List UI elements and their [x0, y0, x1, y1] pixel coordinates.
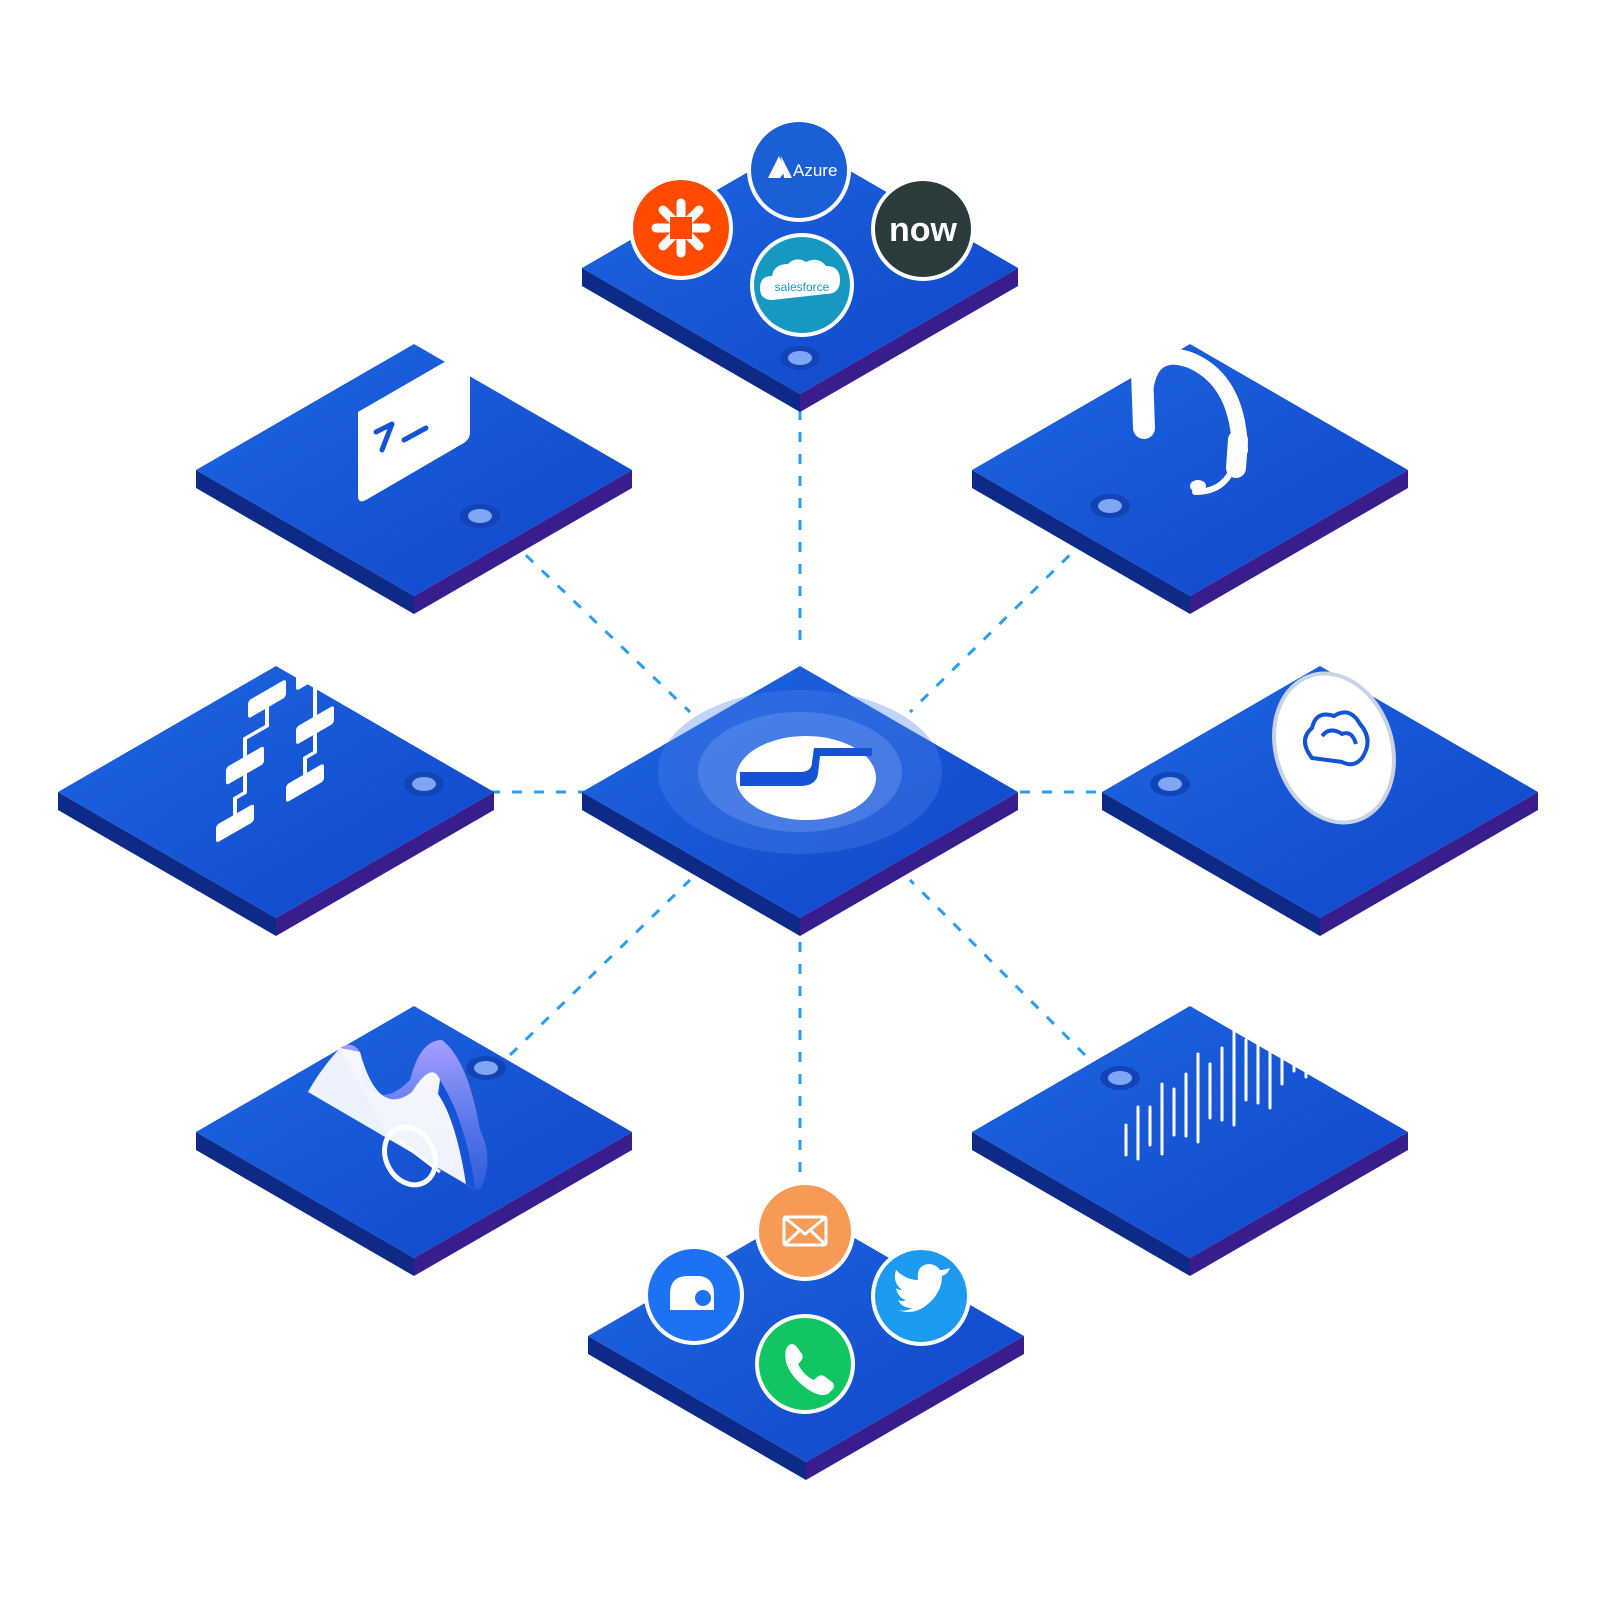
- magnifier-ring-icon: [382, 1124, 438, 1188]
- tile-side-right: [1320, 792, 1538, 936]
- tile-indicator-dot: [1158, 777, 1182, 791]
- terminal-icon: [358, 356, 470, 502]
- tile-side-right: [806, 1336, 1024, 1480]
- tile-indicator-dot: [788, 351, 812, 365]
- tile-side-left: [972, 470, 1190, 614]
- tile-side-right: [414, 1132, 632, 1276]
- servicenow-label: now: [889, 211, 958, 249]
- tile-side-left: [58, 792, 276, 936]
- tile-side-left: [582, 268, 800, 412]
- phone-icon: [785, 1344, 834, 1396]
- tile-indicator-dot: [1108, 1071, 1132, 1085]
- tile-side-right: [276, 792, 494, 936]
- phone-badge[interactable]: [755, 1314, 855, 1414]
- tile-side-left: [582, 792, 800, 936]
- connector-upper-right: [908, 538, 1087, 714]
- tile-voice: [972, 1006, 1408, 1276]
- tile-side-right: [414, 470, 632, 614]
- tile-top: [972, 344, 1408, 596]
- chat-badge[interactable]: [644, 1245, 744, 1345]
- headset-icon: [1131, 348, 1248, 495]
- connector-upper-left: [508, 538, 692, 714]
- salesforce-badge[interactable]: salesforce: [750, 233, 854, 337]
- tile-side-left: [196, 470, 414, 614]
- salesforce-label: salesforce: [775, 280, 830, 294]
- connector-lower-left: [508, 878, 692, 1057]
- tile-workflow: [58, 666, 494, 936]
- servicenow-badge[interactable]: now: [871, 177, 975, 281]
- integrations-cluster: Azure now salesforce: [629, 118, 975, 337]
- tile-indicator-dot: [412, 777, 436, 791]
- azure-badge[interactable]: Azure: [747, 118, 851, 222]
- email-badge[interactable]: [755, 1181, 855, 1281]
- tile-side-right: [1190, 1132, 1408, 1276]
- tile-support: [972, 344, 1408, 614]
- tile-indicator-dot: [468, 509, 492, 523]
- tile-top: [58, 666, 494, 918]
- hub-logo: [658, 690, 942, 854]
- tile-side-left: [972, 1132, 1190, 1276]
- cloud-badge: [1272, 671, 1396, 825]
- twitter-bird-icon: [894, 1264, 950, 1312]
- salesforce-cloud-icon: [760, 259, 840, 300]
- cloud-icon: [1303, 710, 1370, 767]
- zapier-badge[interactable]: [629, 176, 733, 280]
- tile-side-right: [800, 792, 1018, 936]
- azure-label: Azure: [793, 161, 837, 180]
- analytics-wave-icon: [308, 1040, 488, 1190]
- envelope-icon: [782, 1215, 828, 1247]
- connector-lines: [490, 410, 1110, 1190]
- tile-side-right: [1190, 470, 1408, 614]
- tile-side-left: [196, 1132, 414, 1276]
- tile-indicator-dot: [474, 1061, 498, 1075]
- twitter-badge[interactable]: [871, 1246, 971, 1346]
- channels-cluster: [644, 1181, 971, 1414]
- tile-indicator-dot: [1098, 499, 1122, 513]
- connector-lower-right: [908, 878, 1087, 1057]
- tile-side-left: [1102, 792, 1320, 936]
- tile-side-left: [588, 1336, 806, 1480]
- tile-side-right: [800, 268, 1018, 412]
- flowchart-icon: [216, 652, 334, 843]
- soundwave-icon: [1124, 991, 1332, 1161]
- azure-logo-icon: [768, 156, 792, 178]
- tile-top: [972, 1006, 1408, 1258]
